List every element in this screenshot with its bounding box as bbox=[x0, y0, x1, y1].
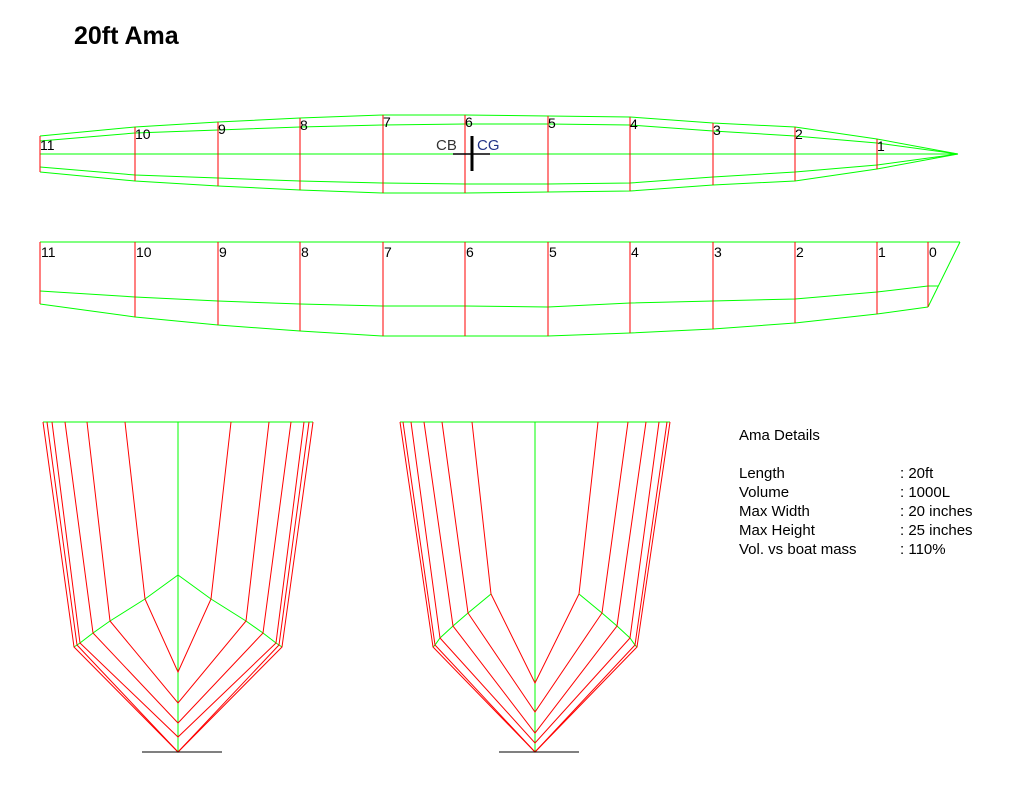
station-label: 1 bbox=[877, 138, 885, 154]
section-line bbox=[86, 421, 270, 704]
station-label: 4 bbox=[631, 244, 639, 260]
detail-row-vol-vs-mass: Vol. vs boat mass : 110% bbox=[739, 540, 973, 559]
chine-starboard bbox=[39, 153, 959, 185]
station-label: 6 bbox=[466, 244, 474, 260]
detail-value: : 20ft bbox=[900, 465, 934, 482]
station-label: 9 bbox=[218, 121, 226, 137]
station-label: 4 bbox=[630, 116, 638, 132]
keel-line bbox=[39, 303, 929, 337]
station-label: 6 bbox=[465, 114, 473, 130]
station-label: 5 bbox=[549, 244, 557, 260]
station-label: 10 bbox=[135, 126, 151, 142]
section-line bbox=[471, 421, 599, 685]
station-label: 10 bbox=[136, 244, 152, 260]
station-label: 3 bbox=[714, 244, 722, 260]
body-plan-aft bbox=[42, 421, 314, 753]
section-line bbox=[51, 421, 305, 738]
section-line bbox=[423, 421, 647, 734]
chine-line bbox=[432, 593, 492, 648]
chine-line bbox=[39, 285, 938, 308]
station-label: 7 bbox=[384, 244, 392, 260]
station-label: 3 bbox=[713, 122, 721, 138]
detail-label: Max Width bbox=[739, 503, 810, 520]
detail-value: : 25 inches bbox=[900, 522, 973, 539]
station-label: 1 bbox=[878, 244, 886, 260]
detail-row-length: Length : 20ft bbox=[739, 464, 973, 483]
section-line bbox=[410, 421, 660, 744]
station-label: 8 bbox=[300, 117, 308, 133]
station-label: 0 bbox=[929, 244, 937, 260]
detail-label: Length bbox=[739, 465, 785, 482]
ama-details-panel: Ama Details Length : 20ft Volume : 1000L M… bbox=[739, 426, 973, 559]
chine-line bbox=[578, 593, 638, 648]
deck-edge-port bbox=[39, 114, 959, 155]
station-label: 9 bbox=[219, 244, 227, 260]
detail-row-max-width: Max Width : 20 inches bbox=[739, 502, 973, 521]
station-label: 7 bbox=[383, 114, 391, 130]
stem-line bbox=[927, 241, 961, 308]
detail-value: : 20 inches bbox=[900, 503, 973, 520]
section-line bbox=[64, 421, 292, 724]
chine-port bbox=[39, 123, 959, 155]
cb-label: CB bbox=[436, 137, 457, 154]
station-label: 8 bbox=[301, 244, 309, 260]
cg-label: CG bbox=[477, 137, 500, 154]
section-line bbox=[124, 421, 232, 674]
station-label: 2 bbox=[795, 126, 803, 142]
station-label: 2 bbox=[796, 244, 804, 260]
detail-value: : 1000L bbox=[900, 484, 951, 501]
cg-cb-marker: CB CG bbox=[436, 136, 500, 171]
detail-label: Vol. vs boat mass bbox=[739, 541, 857, 558]
detail-row-volume: Volume : 1000L bbox=[739, 483, 973, 502]
detail-label: Volume bbox=[739, 484, 790, 501]
details-heading: Ama Details bbox=[739, 427, 820, 444]
detail-value: : 110% bbox=[900, 541, 946, 558]
detail-label: Max Height bbox=[739, 522, 815, 539]
plan-view: 11 10 9 8 7 6 5 4 3 2 1 bbox=[39, 114, 959, 194]
station-label: 11 bbox=[40, 137, 55, 153]
section-line bbox=[441, 421, 629, 713]
body-plan-forward bbox=[399, 421, 671, 753]
deck-edge-starboard bbox=[39, 153, 959, 194]
station-label: 11 bbox=[41, 244, 56, 260]
detail-row-max-height: Max Height : 25 inches bbox=[739, 521, 973, 540]
drawing-title: 20ft Ama bbox=[74, 22, 179, 50]
station-label: 5 bbox=[548, 115, 556, 131]
